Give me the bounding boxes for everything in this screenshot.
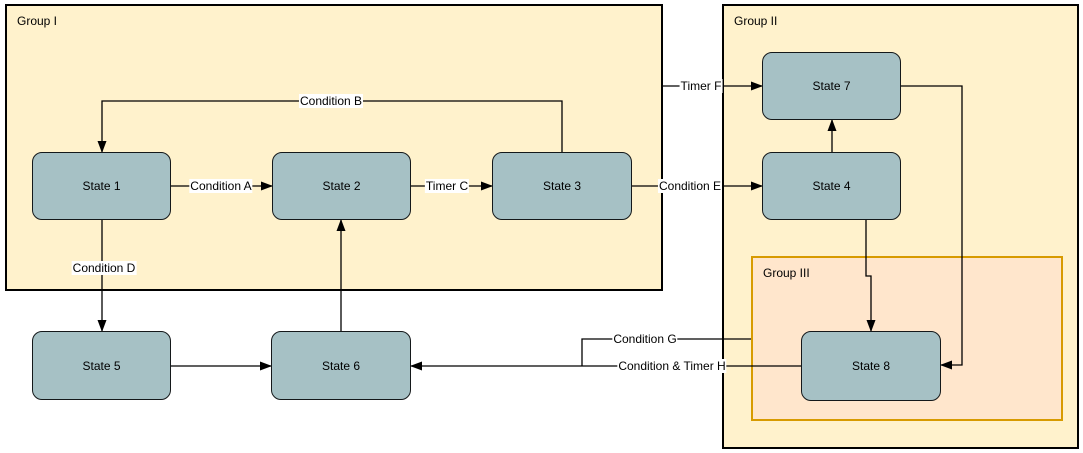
edge-label-condition-timer-h[interactable]: Condition & Timer H bbox=[617, 359, 727, 373]
edge-label-condition-e[interactable]: Condition E bbox=[657, 179, 723, 193]
state-node-state-8[interactable]: State 8 bbox=[801, 331, 941, 401]
edge-label-condition-b[interactable]: Condition B bbox=[298, 94, 364, 108]
edge-label-condition-d[interactable]: Condition D bbox=[71, 261, 137, 275]
state-node-state-7[interactable]: State 7 bbox=[762, 52, 901, 120]
edge-label-condition-g[interactable]: Condition G bbox=[612, 332, 678, 346]
state-node-state-3[interactable]: State 3 bbox=[492, 152, 632, 220]
group-label-group-ii: Group II bbox=[734, 14, 778, 28]
state-node-state-2[interactable]: State 2 bbox=[272, 152, 411, 220]
state-node-state-5[interactable]: State 5 bbox=[32, 331, 171, 400]
edge-label-timer-c[interactable]: Timer C bbox=[424, 179, 470, 193]
group-label-group-iii: Group III bbox=[763, 266, 810, 280]
state-node-state-6[interactable]: State 6 bbox=[271, 331, 411, 400]
group-label-group-i: Group I bbox=[17, 14, 58, 28]
state-node-state-4[interactable]: State 4 bbox=[762, 152, 901, 220]
edge-label-timer-f[interactable]: Timer F bbox=[679, 79, 723, 93]
edge-label-condition-a[interactable]: Condition A bbox=[189, 179, 253, 193]
state-node-state-1[interactable]: State 1 bbox=[32, 152, 171, 220]
group-box-group-i[interactable]: Group I bbox=[5, 4, 663, 291]
